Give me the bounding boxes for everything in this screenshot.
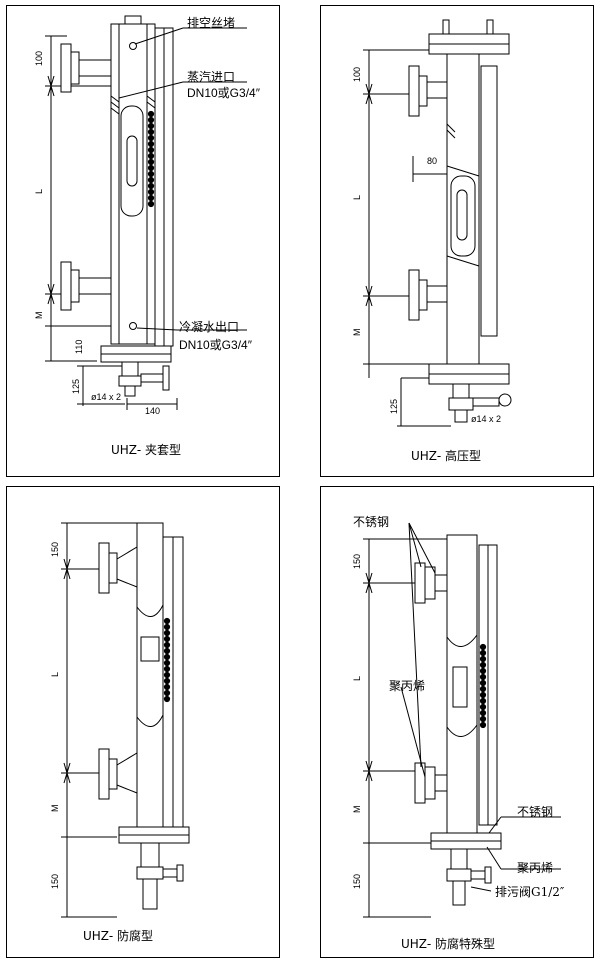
panel-high-pressure-type: 100 80 L M 125 ø14 x 2 UHZ- 高压型 xyxy=(320,5,594,477)
steam-inlet-spec: DN10或G3/4″ xyxy=(187,86,260,100)
panel-anticorrosion-special-type: 不锈钢 聚丙烯 不锈钢 聚丙烯 排污阀G1/2″ 150 L M 150 UHZ… xyxy=(320,486,594,958)
anticorrosion-special-drawing xyxy=(321,487,593,957)
drain-valve-label: 排污阀G1/2″ xyxy=(495,885,565,899)
polypropylene-bottom-label: 聚丙烯 xyxy=(517,861,554,875)
dim-L: L xyxy=(34,188,44,194)
dim-125: 125 xyxy=(71,378,81,394)
dim-M: M xyxy=(352,805,362,814)
dim-bolt: ø14 x 2 xyxy=(471,414,502,424)
dim-M: M xyxy=(50,804,60,813)
dim-M: M xyxy=(352,328,362,337)
dim-150-top: 150 xyxy=(50,541,60,557)
panel-caption: UHZ- 防腐特殊型 xyxy=(401,937,495,951)
dim-125: 125 xyxy=(389,398,399,414)
dim-110: 110 xyxy=(74,339,84,354)
dim-L: L xyxy=(352,194,362,200)
condensate-outlet-label: 冷凝水出口 xyxy=(179,320,240,334)
dim-L: L xyxy=(352,675,362,681)
panel-caption: UHZ- 夹套型 xyxy=(111,443,181,457)
high-pressure-drawing xyxy=(321,6,593,476)
panel-clamp-type: 排空丝堵 蒸汽进口 DN10或G3/4″ 冷凝水出口 DN10或G3/4″ 10… xyxy=(6,5,280,477)
dim-140: 140 xyxy=(145,406,161,416)
dim-150-bottom: 150 xyxy=(352,873,362,889)
dim-100: 100 xyxy=(352,66,362,82)
dim-100: 100 xyxy=(34,50,44,66)
panel-anticorrosion-type: 150 L M 150 UHZ- 防腐型 xyxy=(6,486,280,958)
stainless-steel-top-label: 不锈钢 xyxy=(353,515,390,529)
polypropylene-label: 聚丙烯 xyxy=(389,679,426,693)
anticorrosion-drawing xyxy=(7,487,279,957)
condensate-outlet-spec: DN10或G3/4″ xyxy=(179,338,252,352)
vent-plug-label: 排空丝堵 xyxy=(187,16,236,30)
panel-caption: UHZ- 防腐型 xyxy=(83,929,153,943)
dim-80: 80 xyxy=(427,156,438,166)
dim-150-top: 150 xyxy=(352,553,362,569)
steam-inlet-label: 蒸汽进口 xyxy=(187,70,236,84)
dim-M: M xyxy=(34,311,44,320)
dim-L: L xyxy=(50,671,60,677)
panel-caption: UHZ- 高压型 xyxy=(411,449,481,463)
dim-150-bottom: 150 xyxy=(50,873,60,889)
clamp-drawing xyxy=(7,6,279,476)
stainless-steel-bottom-label: 不锈钢 xyxy=(517,805,554,819)
dim-bolt: ø14 x 2 xyxy=(91,392,122,402)
